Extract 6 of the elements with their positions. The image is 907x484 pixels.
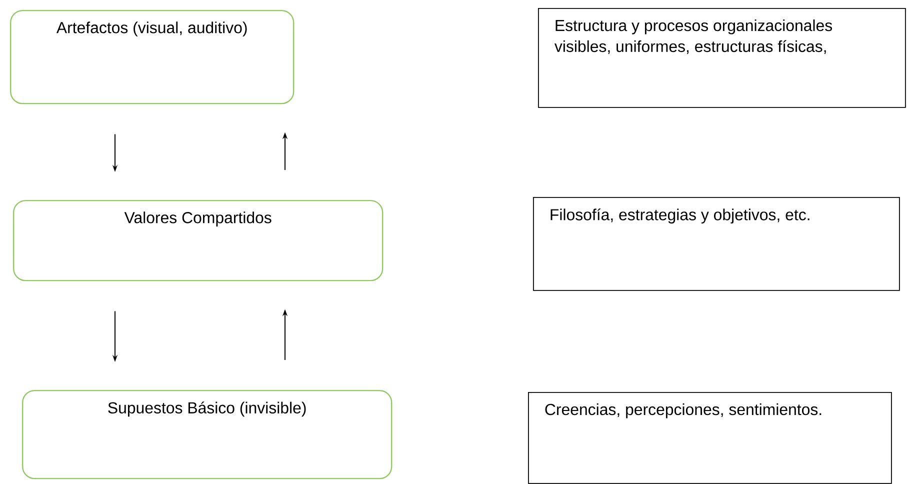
text-box: Creencias, percepciones, sentimientos. <box>528 392 892 484</box>
rounded-box: Supuestos Básico (invisible) <box>22 390 392 480</box>
rounded-box: Valores Compartidos <box>13 200 384 282</box>
text-box: Filosofía, estrategias y objetivos, etc. <box>533 196 900 291</box>
rounded-box: Artefactos (visual, auditivo) <box>10 10 294 104</box>
text-box: Estructura y procesos organizacionales visibles, uniformes, estructuras físicas, <box>538 8 906 108</box>
